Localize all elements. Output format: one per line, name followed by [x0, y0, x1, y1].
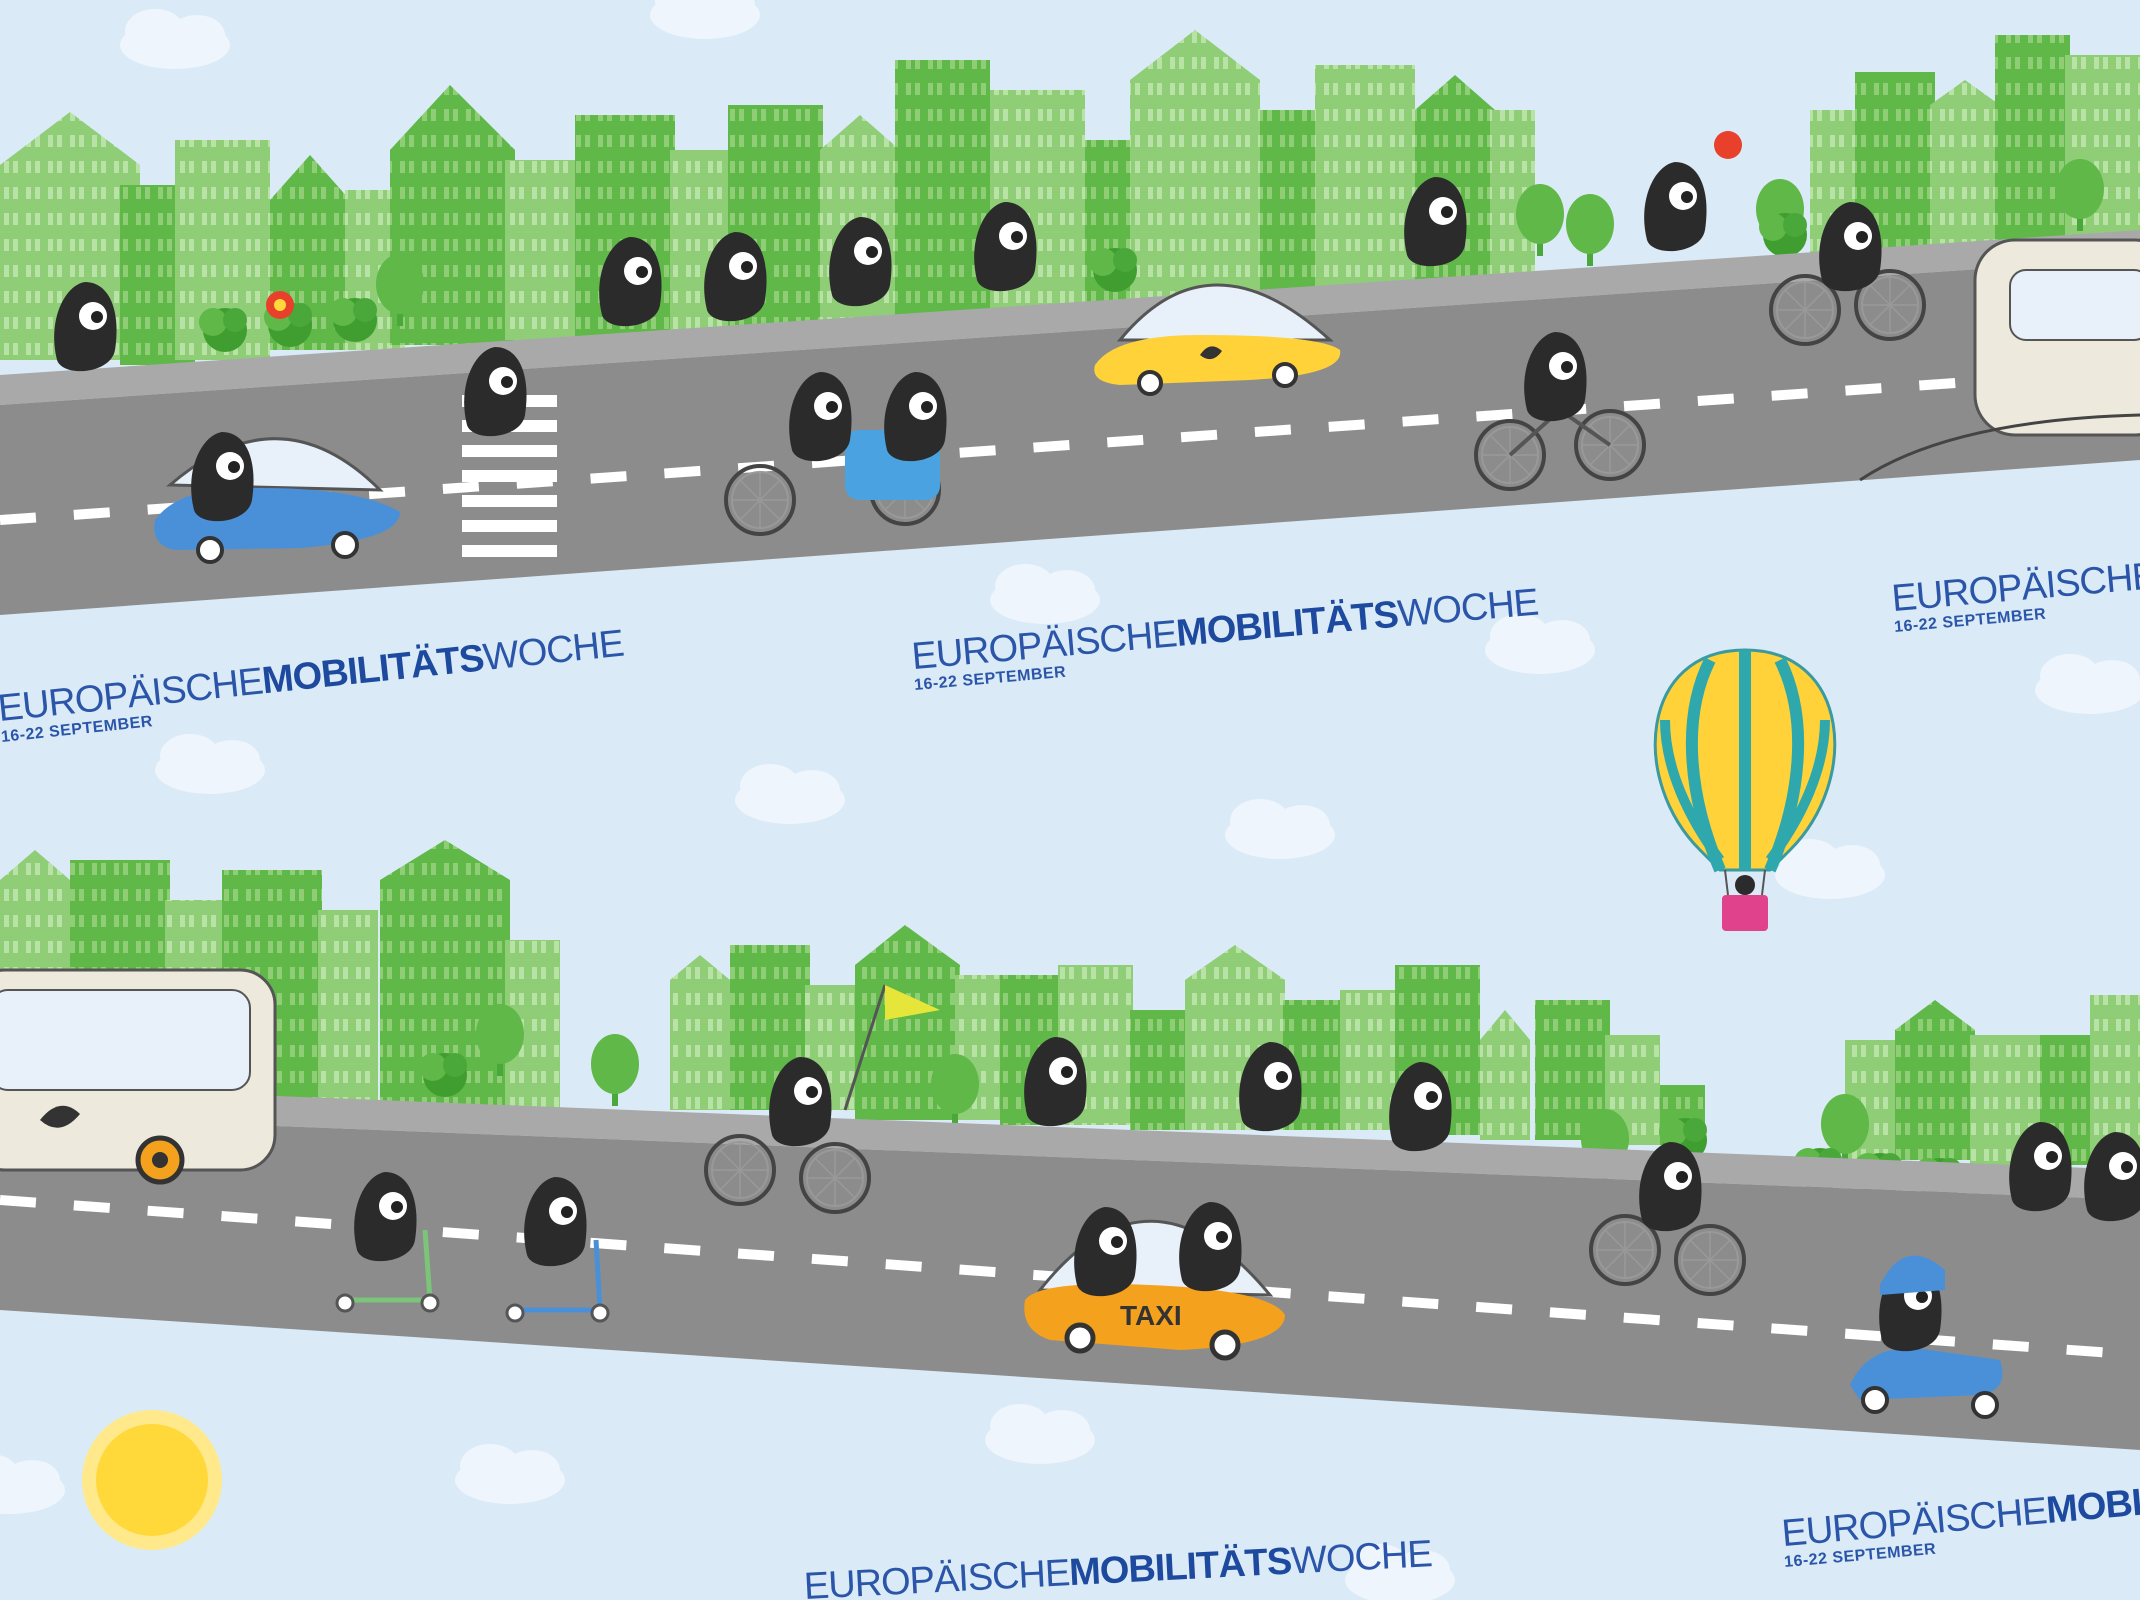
bush-icon: [1759, 213, 1807, 257]
leaf-icon: [1200, 346, 1222, 360]
bicycle-icon: [704, 984, 940, 1214]
kick-scooter-icon: [505, 1177, 610, 1323]
bicycle-icon: [724, 372, 947, 536]
bus-icon: [0, 968, 277, 1185]
tree-icon: [1566, 194, 1614, 266]
tree-icon: [591, 1034, 639, 1106]
tram-icon: [1859, 238, 2140, 482]
bicycle-icon: [1474, 332, 1646, 491]
scooter-icon: [1850, 1255, 2003, 1419]
car-icon: [1094, 283, 1341, 396]
hot-air-balloon-icon: [1653, 648, 1837, 931]
apple-icon: [1714, 131, 1742, 159]
leaf-icon: [40, 1105, 80, 1128]
taxi-sign: TAXI: [1120, 1300, 1182, 1331]
upper-street: [0, 30, 2140, 615]
lower-street: TAXI: [0, 840, 2140, 1450]
sun-icon: [82, 1410, 222, 1550]
taxi-icon: TAXI: [1024, 1202, 1285, 1361]
walking-character: [1644, 162, 1707, 252]
car-icon: [154, 432, 400, 564]
kick-scooter-icon: [335, 1172, 440, 1313]
